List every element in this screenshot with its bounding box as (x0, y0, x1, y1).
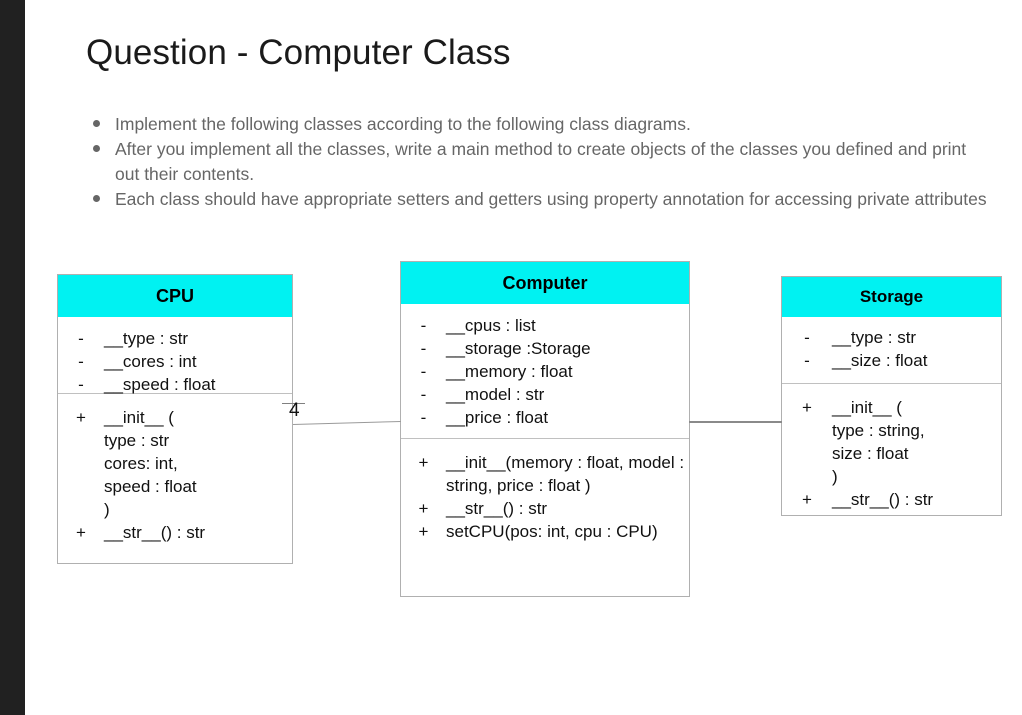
visibility-marker: + (418, 499, 429, 518)
visibility-marker: + (802, 398, 812, 417)
association-line-computer-storage (689, 421, 782, 423)
attribute-text: __size : float (832, 351, 928, 370)
uml-attribute-row: - __memory : float (401, 360, 689, 383)
operation-text: __str__() : str (104, 523, 206, 542)
uml-class-name-computer: Computer (401, 262, 689, 304)
uml-class-name-cpu: CPU (58, 275, 292, 317)
attribute-text: __speed : float (104, 375, 216, 394)
bullet-text: Implement the following classes accordin… (115, 114, 691, 134)
visibility-marker: - (420, 316, 427, 335)
uml-operation-row: + __init__ ( type : str cores: int, spee… (58, 406, 292, 521)
uml-attribute-row: - __cpus : list (401, 314, 689, 337)
bullet-text: After you implement all the classes, wri… (115, 139, 967, 184)
visibility-marker: + (418, 453, 429, 472)
visibility-marker: - (420, 385, 427, 404)
uml-attribute-row: - __cores : int (58, 350, 292, 373)
bullet-dot-icon (93, 195, 100, 202)
operation-text: __str__() : str (832, 490, 934, 509)
uml-attribute-row: - __type : str (782, 326, 1001, 349)
visibility-marker: - (804, 351, 810, 370)
uml-class-cpu: CPU - __type : str - __cores : int - __s… (57, 274, 293, 564)
slide-canvas: Question - Computer Class Implement the … (25, 0, 1022, 715)
visibility-marker: - (804, 328, 810, 347)
visibility-marker: + (76, 408, 86, 427)
visibility-marker: + (418, 522, 429, 541)
uml-operations-storage: + __init__ ( type : string, size : float… (782, 383, 1001, 519)
operation-text: setCPU(pos: int, cpu : CPU) (446, 522, 658, 541)
visibility-marker: - (78, 329, 84, 348)
bullet-text: Each class should have appropriate sette… (115, 189, 987, 209)
visibility-marker: - (420, 362, 427, 381)
uml-operation-row: + __str__() : str (401, 497, 689, 520)
uml-operation-row: + __str__() : str (782, 488, 1001, 511)
uml-operations-cpu: + __init__ ( type : str cores: int, spee… (58, 393, 292, 552)
uml-attribute-row: - __storage :Storage (401, 337, 689, 360)
operation-text: __init__(memory : float, model : string,… (446, 453, 685, 495)
visibility-marker: - (78, 352, 84, 371)
page-title: Question - Computer Class (86, 33, 511, 72)
association-stub-cpu (282, 403, 305, 404)
attribute-text: __type : str (832, 328, 917, 347)
visibility-marker: + (802, 490, 812, 509)
visibility-marker: - (420, 408, 427, 427)
uml-attributes-cpu: - __type : str - __cores : int - __speed… (58, 317, 292, 396)
list-item: Each class should have appropriate sette… (69, 187, 989, 212)
operation-text: __str__() : str (446, 499, 548, 518)
visibility-marker: - (420, 339, 427, 358)
bullet-dot-icon (93, 120, 100, 127)
left-sidebar-rail (0, 0, 25, 715)
attribute-text: __price : float (446, 408, 549, 427)
uml-operation-row: + __init__(memory : float, model : strin… (401, 451, 689, 497)
uml-class-computer: Computer - __cpus : list - __storage :St… (400, 261, 690, 597)
association-multiplicity-label: 4 (289, 400, 300, 421)
list-item: Implement the following classes accordin… (69, 112, 989, 137)
visibility-marker: - (78, 375, 84, 394)
uml-operation-row: + __init__ ( type : string, size : float… (782, 396, 1001, 488)
operation-text: __init__ ( type : str cores: int, speed … (104, 408, 197, 519)
uml-attribute-row: - __size : float (782, 349, 1001, 372)
uml-attribute-row: - __price : float (401, 406, 689, 429)
association-line-cpu-computer (293, 421, 402, 426)
attribute-text: __type : str (104, 329, 189, 348)
attribute-text: __memory : float (446, 362, 573, 381)
uml-attributes-storage: - __type : str - __size : float (782, 317, 1001, 383)
attribute-text: __model : str (446, 385, 545, 404)
uml-attribute-row: - __type : str (58, 327, 292, 350)
uml-operation-row: + __str__() : str (58, 521, 292, 544)
list-item: After you implement all the classes, wri… (69, 137, 989, 187)
uml-class-name-storage: Storage (782, 277, 1001, 317)
uml-class-storage: Storage - __type : str - __size : float … (781, 276, 1002, 516)
uml-attributes-computer: - __cpus : list - __storage :Storage - _… (401, 304, 689, 438)
uml-operation-row: + setCPU(pos: int, cpu : CPU) (401, 520, 689, 543)
attribute-text: __storage :Storage (446, 339, 591, 358)
bullet-dot-icon (93, 145, 100, 152)
attribute-text: __cpus : list (446, 316, 536, 335)
visibility-marker: + (76, 523, 86, 542)
attribute-text: __cores : int (104, 352, 197, 371)
uml-attribute-row: - __model : str (401, 383, 689, 406)
bullet-list: Implement the following classes accordin… (69, 112, 989, 212)
uml-operations-computer: + __init__(memory : float, model : strin… (401, 438, 689, 551)
uml-attribute-row: - __speed : float (58, 373, 292, 396)
operation-text: __init__ ( type : string, size : float ) (832, 398, 925, 486)
